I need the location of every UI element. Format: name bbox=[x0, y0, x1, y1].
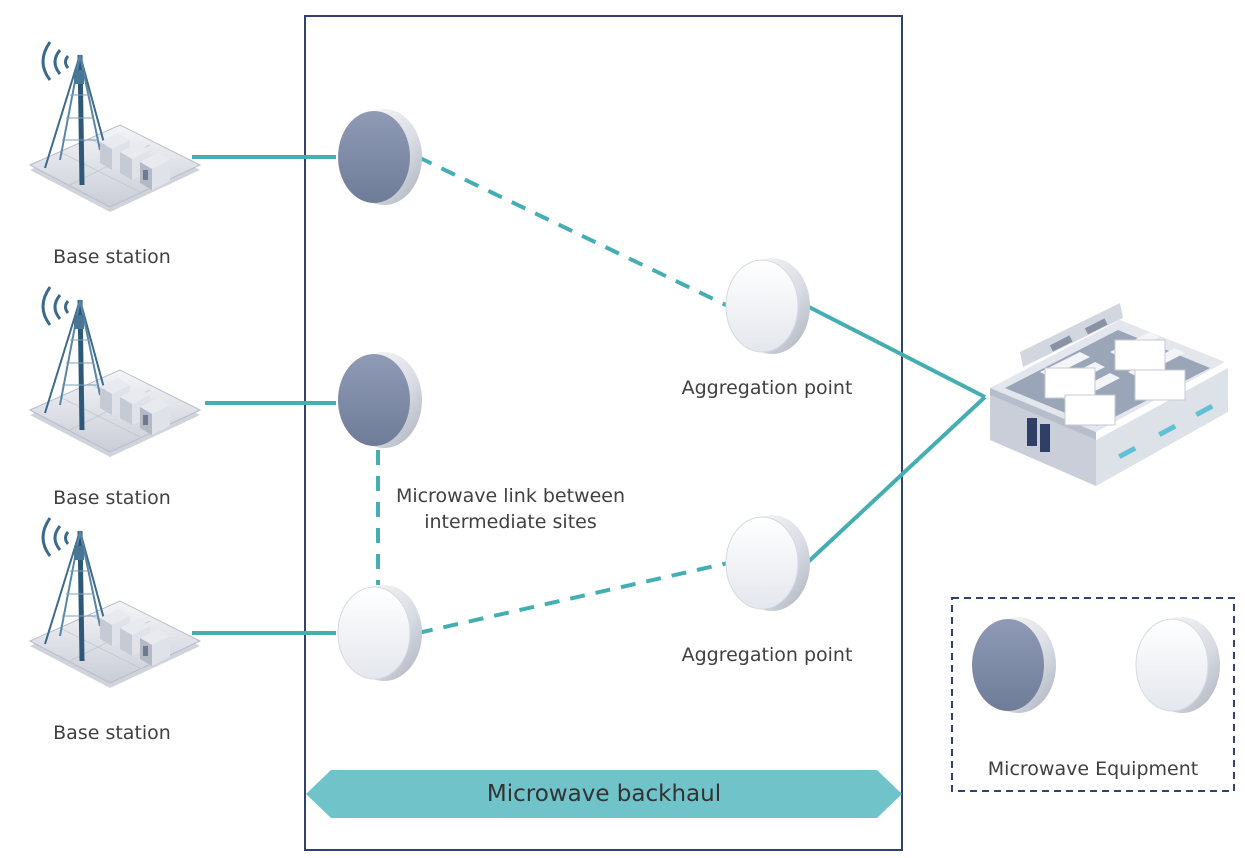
microwave-dish-light-icon bbox=[725, 514, 811, 612]
backhaul-banner bbox=[306, 770, 902, 818]
microwave-dish-dark-icon bbox=[972, 617, 1056, 713]
link-agg1-datacenter bbox=[806, 304, 986, 399]
links bbox=[192, 155, 987, 635]
base-station-tower-icon bbox=[30, 287, 200, 457]
link-agg2-datacenter bbox=[805, 395, 987, 565]
base-station-tower-icon bbox=[30, 518, 200, 688]
aggregation-point-label-1: Aggregation point bbox=[681, 377, 853, 399]
microwave-dish-dark-icon bbox=[338, 352, 422, 448]
legend-box bbox=[951, 597, 1235, 792]
base-station-label-1: Base station bbox=[53, 246, 171, 268]
backhaul-frame bbox=[304, 15, 903, 851]
data-center-building-icon bbox=[990, 303, 1228, 486]
microwave-link-dish3-agg2 bbox=[417, 561, 729, 635]
base-station-label-3: Base station bbox=[53, 722, 171, 744]
base-station-tower-icon bbox=[30, 42, 200, 212]
legend-title: Microwave Equipment bbox=[987, 758, 1199, 780]
microwave-link-label: Microwave link between intermediate site… bbox=[395, 485, 626, 533]
base-station-label-2: Base station bbox=[53, 487, 171, 509]
backhaul-banner-label: Microwave backhaul bbox=[486, 781, 722, 807]
aggregation-point-label-2: Aggregation point bbox=[681, 644, 853, 666]
microwave-links bbox=[376, 155, 729, 635]
microwave-dish-light-icon bbox=[1135, 616, 1221, 714]
microwave-dish-light-icon bbox=[725, 257, 811, 355]
microwave-dish-light-icon bbox=[337, 584, 423, 682]
microwave-dish-dark-icon bbox=[338, 109, 422, 205]
microwave-link-dish1-agg1 bbox=[417, 155, 729, 308]
